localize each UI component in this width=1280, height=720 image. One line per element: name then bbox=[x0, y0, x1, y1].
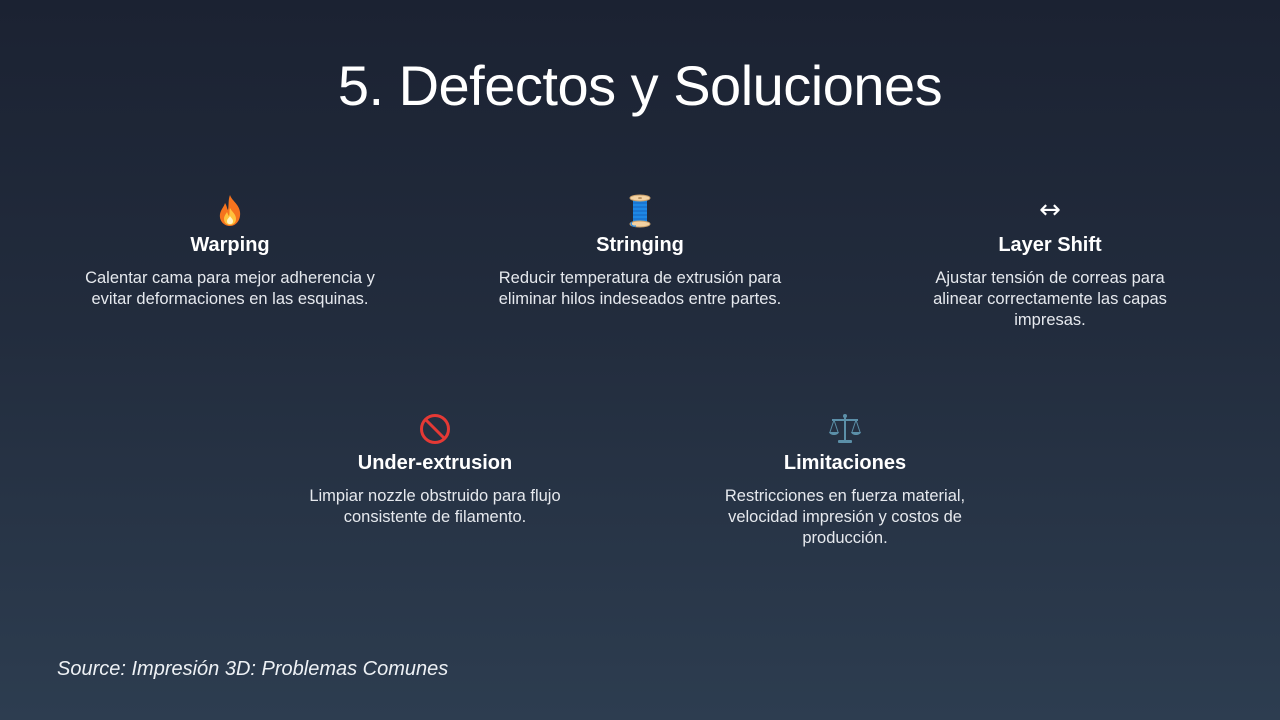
card-heading: Stringing bbox=[596, 234, 684, 256]
card-description: Restricciones en fuerza material, veloci… bbox=[724, 487, 966, 547]
fire-icon bbox=[65, 192, 395, 228]
thread-spool-icon bbox=[475, 192, 805, 228]
card-heading: Layer Shift bbox=[998, 234, 1102, 256]
card-heading: Warping bbox=[190, 234, 270, 256]
slide-title: 5. Defectos y Soluciones bbox=[337, 54, 943, 117]
card-layer-shift: ↔ Layer Shift Ajustar tensión de correas… bbox=[885, 192, 1215, 331]
card-description: Reducir temperatura de extrusión para el… bbox=[498, 269, 782, 308]
card-description: Calentar cama para mejor adherencia y ev… bbox=[85, 269, 375, 308]
card-description: Ajustar tensión de correas para alinear … bbox=[933, 269, 1167, 329]
card-warping: Warping Calentar cama para mejor adheren… bbox=[65, 192, 395, 310]
card-stringing: Stringing Reducir temperatura de extrusi… bbox=[475, 192, 805, 310]
card-description: Limpiar nozzle obstruido para flujo cons… bbox=[309, 487, 561, 526]
card-heading: Limitaciones bbox=[783, 452, 907, 474]
left-right-arrow-icon: ↔ bbox=[1039, 195, 1061, 225]
card-limitaciones: Limitaciones Restricciones en fuerza mat… bbox=[680, 410, 1010, 549]
card-under-extrusion: Under-extrusion Limpiar nozzle obstruido… bbox=[270, 410, 600, 528]
source-citation: Source: Impresión 3D: Problemas Comunes bbox=[57, 658, 449, 680]
prohibited-icon bbox=[270, 410, 600, 446]
balance-scale-icon bbox=[680, 410, 1010, 446]
card-heading: Under-extrusion bbox=[357, 452, 513, 474]
